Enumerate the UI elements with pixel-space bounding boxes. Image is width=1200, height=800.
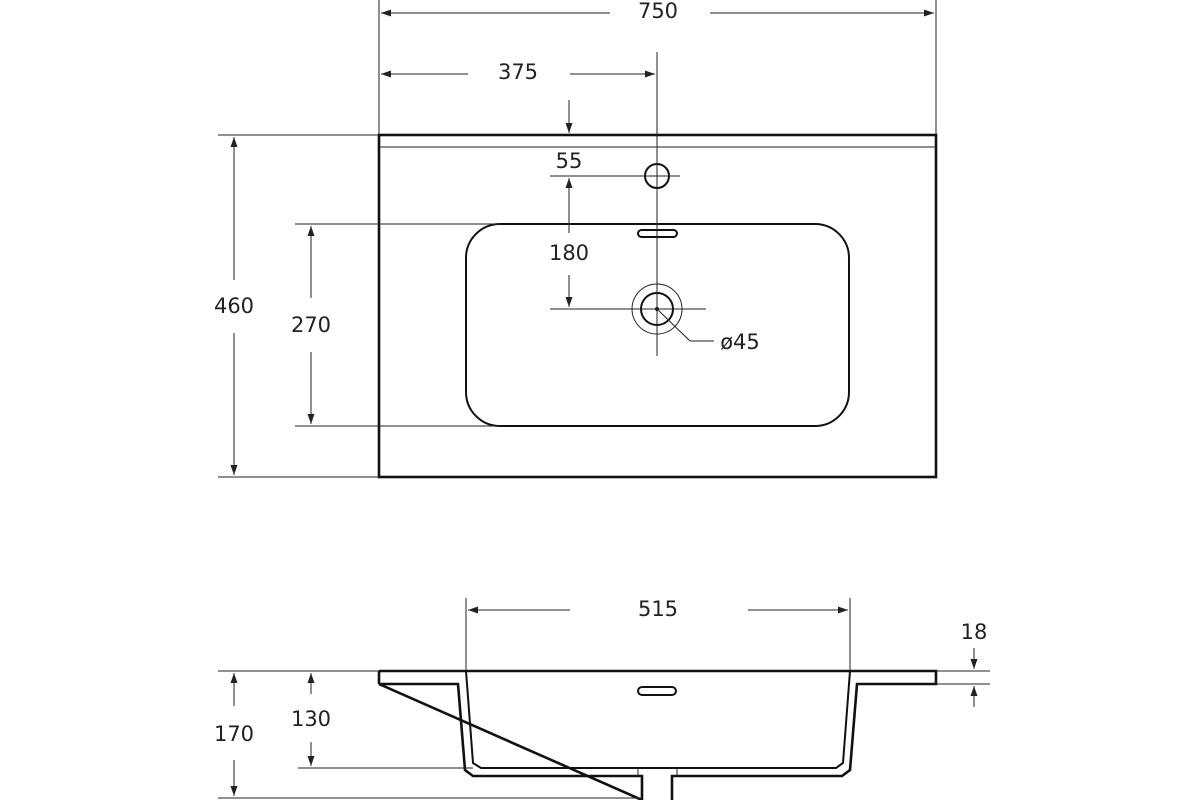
label-total-width: 750: [638, 0, 678, 23]
diameter-leader: [656, 308, 691, 342]
label-tap-to-drain: 180: [549, 241, 589, 265]
side-profile-inner: [465, 670, 851, 769]
label-total-depth: 460: [214, 294, 254, 318]
label-basin-depth: 270: [291, 313, 331, 337]
label-drain-diameter: ø45: [720, 330, 760, 354]
dim-total-depth: 460: [214, 134, 379, 478]
top-view: [377, 52, 938, 479]
label-total-height: 170: [214, 722, 254, 746]
dim-basin-height: 130: [291, 670, 473, 769]
label-basin-width: 515: [638, 597, 678, 621]
label-half-width: 375: [498, 60, 538, 84]
label-slab-thickness: 18: [961, 620, 988, 644]
dim-tap-offset: 55: [556, 100, 583, 173]
dim-slab-thickness: 18: [936, 620, 990, 707]
label-tap-offset: 55: [556, 149, 583, 173]
dim-half-width: 375: [378, 60, 655, 135]
dim-basin-depth: 270: [291, 223, 500, 427]
side-view: [377, 669, 938, 800]
dim-total-height: 170: [214, 670, 642, 799]
dim-basin-width: 515: [465, 597, 851, 671]
dim-tap-to-drain: 180: [549, 178, 589, 307]
label-basin-height: 130: [291, 707, 331, 731]
side-overflow-slot: [637, 686, 677, 696]
side-profile-outer: [378, 669, 938, 800]
